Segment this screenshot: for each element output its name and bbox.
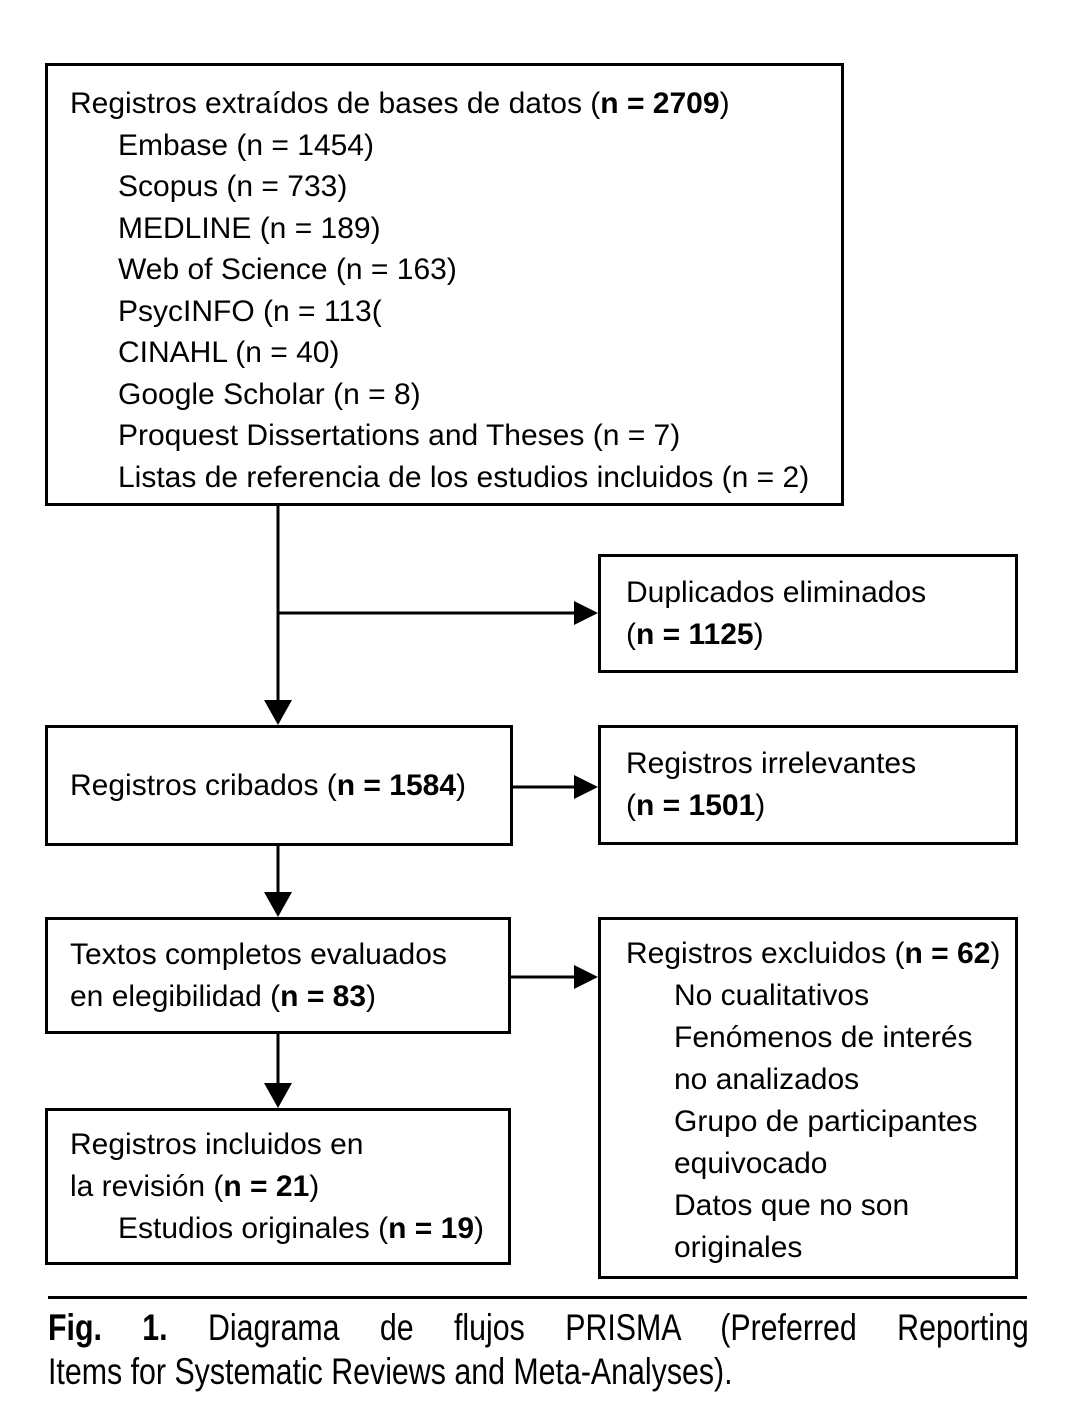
records-screened-label: Registros cribados (n = 1584) xyxy=(70,768,467,802)
box-fulltext-assessed: Textos completos evaluados en elegibilid… xyxy=(45,917,511,1034)
database-count-item: Web of Science (n = 163) xyxy=(118,253,457,286)
box-duplicates-removed: Duplicados eliminados (n = 1125) xyxy=(598,554,1018,673)
arrow-to-duplicates xyxy=(278,601,598,625)
fulltext-assessed-line1: Textos completos evaluados xyxy=(70,937,447,971)
records-identified-title: Registros extraídos de bases de datos (n… xyxy=(70,87,730,120)
duplicates-removed-label: Duplicados eliminados xyxy=(626,575,927,609)
arrow-to-irrelevant xyxy=(513,775,598,799)
box-records-included: Registros incluidos en la revisión (n = … xyxy=(45,1108,511,1265)
exclusion-reason-item: originales xyxy=(674,1231,803,1264)
exclusion-reason-item: no analizados xyxy=(674,1063,860,1096)
exclusion-reason-item: Datos que no son xyxy=(674,1189,910,1222)
exclusion-reason-item: Fenómenos de interés xyxy=(674,1021,973,1054)
arrow-screened-to-fulltext xyxy=(264,846,292,917)
original-studies-count: Estudios originales (n = 19) xyxy=(118,1211,485,1245)
database-count-item: PsycINFO (n = 113( xyxy=(118,294,382,328)
caption-divider xyxy=(48,1296,1027,1299)
exclusion-reason-item: Grupo de participantes xyxy=(674,1105,978,1138)
database-count-item: Listas de referencia de los estudios inc… xyxy=(118,460,810,494)
arrow-identified-to-screened xyxy=(264,506,292,725)
exclusion-reason-item: No cualitativos xyxy=(674,979,870,1012)
box-records-excluded: Registros excluidos (n = 62) No cualitat… xyxy=(598,917,1018,1279)
arrow-to-excluded xyxy=(511,965,598,989)
figure-caption: Fig. 1. Diagrama de flujos PRISMA (Prefe… xyxy=(48,1306,1029,1394)
database-count-item: Embase (n = 1454) xyxy=(118,128,374,162)
figure-caption-line1: Fig. 1. Diagrama de flujos PRISMA (Prefe… xyxy=(48,1307,1029,1348)
box-records-irrelevant: Registros irrelevantes (n = 1501) xyxy=(598,725,1018,845)
records-excluded-title: Registros excluidos (n = 62) xyxy=(626,937,1001,970)
records-irrelevant-count: (n = 1501) xyxy=(626,789,766,822)
figure-caption-line2: Items for Systematic Reviews and Meta-An… xyxy=(48,1351,733,1392)
box-records-screened: Registros cribados (n = 1584) xyxy=(45,725,513,846)
figure-label: Fig. 1. xyxy=(48,1307,168,1348)
records-included-line1: Registros incluidos en xyxy=(70,1127,364,1161)
fulltext-assessed-line2: en elegibilidad (n = 83) xyxy=(70,979,377,1013)
exclusion-reason-item: equivocado xyxy=(674,1147,828,1180)
database-count-item: Google Scholar (n = 8) xyxy=(118,377,421,411)
database-count-item: CINAHL (n = 40) xyxy=(118,336,340,369)
records-included-line2: la revisión (n = 21) xyxy=(70,1169,320,1203)
box-records-identified: Registros extraídos de bases de datos (n… xyxy=(45,63,844,506)
arrow-fulltext-to-included xyxy=(264,1034,292,1108)
database-count-item: MEDLINE (n = 189) xyxy=(118,211,381,245)
database-count-item: Scopus (n = 733) xyxy=(118,170,348,203)
records-irrelevant-label: Registros irrelevantes xyxy=(626,747,917,780)
duplicates-removed-count: (n = 1125) xyxy=(626,617,764,651)
database-count-item: Proquest Dissertations and Theses (n = 7… xyxy=(118,419,681,452)
